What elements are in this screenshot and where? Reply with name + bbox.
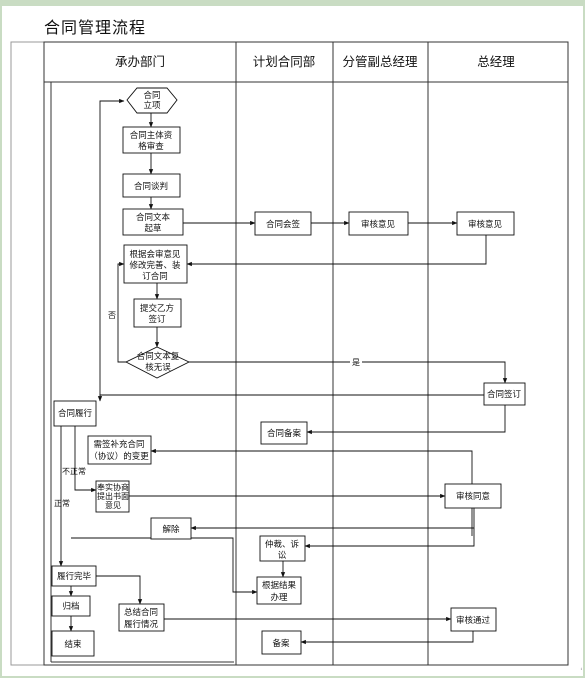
svg-text:核无误: 核无误 — [145, 362, 171, 373]
node-gm-pass: 审核通过 — [450, 607, 497, 632]
node-check: 合同文本复 核无误 — [124, 346, 191, 379]
node-filing-2: 备案 — [261, 630, 302, 655]
svg-text:合同会签: 合同会签 — [266, 219, 301, 230]
node-gm-agree: 审核同意 — [444, 483, 502, 509]
lane-label-contract-dept: 计划合同部 — [253, 54, 316, 69]
lane-label-department: 承办部门 — [115, 54, 165, 69]
lane-frame — [10, 41, 569, 666]
svg-text:讼: 讼 — [278, 550, 287, 561]
svg-text:合同备案: 合同备案 — [267, 428, 302, 439]
svg-text:审核意见: 审核意见 — [468, 219, 503, 230]
corner-mark: ᵢ — [580, 664, 582, 672]
node-handle: 根据结果 办理 — [256, 576, 302, 605]
svg-text:审核通过: 审核通过 — [456, 615, 491, 626]
svg-text:根据会审意见: 根据会审意见 — [129, 249, 181, 260]
lane-label-vp: 分管副总经理 — [342, 54, 418, 69]
node-consult: 奉实协商 提出书面 意见 — [95, 480, 130, 513]
svg-text:合同文本复: 合同文本复 — [137, 351, 180, 362]
svg-text:履行完毕: 履行完毕 — [57, 571, 92, 582]
node-countersign: 合同会签 — [254, 211, 312, 236]
node-negotiate: 合同谈判 — [122, 173, 181, 198]
lane-inner-lines — [50, 82, 234, 663]
svg-text:提交乙方: 提交乙方 — [140, 303, 174, 314]
edge-label-yes: 是 — [352, 358, 360, 367]
svg-text:立项: 立项 — [143, 100, 161, 111]
node-gm-sign: 合同签订 — [483, 382, 526, 406]
node-submit: 提交乙方 签订 — [133, 298, 182, 328]
svg-text:需签补充合同: 需签补充合同 — [93, 439, 144, 450]
node-perform: 合同履行 — [53, 400, 97, 427]
svg-text:奉实协商: 奉实协商 — [97, 482, 129, 492]
node-archive: 归档 — [51, 595, 91, 617]
node-revise: 根据会审意见 修改完善、装 订合同 — [123, 244, 188, 284]
svg-text:审核同意: 审核同意 — [456, 491, 490, 502]
page-title: 合同管理流程 — [44, 18, 147, 37]
svg-text:签订: 签订 — [148, 314, 166, 325]
svg-text:订合同: 订合同 — [142, 271, 168, 282]
node-gm-review: 审核意见 — [456, 211, 515, 236]
svg-text:办理: 办理 — [270, 592, 288, 603]
node-summary: 总结合同 履行情况 — [118, 603, 165, 632]
node-dispute: 仲裁、诉 讼 — [259, 535, 306, 562]
lane-label-gm: 总经理 — [477, 54, 515, 69]
svg-text:合同履行: 合同履行 — [58, 408, 93, 419]
node-terminate: 解除 — [150, 517, 192, 540]
connectors — [58, 98, 508, 645]
svg-text:备案: 备案 — [272, 638, 290, 649]
node-draft: 合同文本 起草 — [122, 208, 184, 236]
svg-text:履行情况: 履行情况 — [124, 619, 159, 630]
edge-label-no: 否 — [108, 311, 116, 320]
node-vp-review: 审核意见 — [348, 211, 409, 236]
svg-text:归档: 归档 — [62, 601, 79, 612]
svg-text:意见: 意见 — [105, 500, 121, 510]
svg-text:解除: 解除 — [162, 524, 180, 535]
svg-text:修改完善、装: 修改完善、装 — [129, 260, 181, 271]
svg-text:格审查: 格审查 — [138, 141, 164, 152]
svg-text:合同主体资: 合同主体资 — [130, 130, 173, 141]
node-start: 合同 立项 — [126, 87, 178, 114]
edge-label-normal: 正常 — [54, 499, 70, 508]
svg-text:结束: 结束 — [64, 639, 82, 650]
node-review: 合同主体资 格审查 — [122, 126, 181, 154]
edge-label-abnormal: 不正常 — [62, 467, 86, 476]
svg-text:根据结果: 根据结果 — [262, 580, 297, 591]
svg-text:合同: 合同 — [143, 90, 160, 101]
node-end: 结束 — [51, 630, 95, 657]
svg-text:起草: 起草 — [144, 223, 162, 234]
svg-text:合同文本: 合同文本 — [136, 212, 171, 223]
node-supplement: 需签补充合同 （协议）的变更 — [87, 435, 152, 465]
svg-text:总结合同: 总结合同 — [124, 607, 158, 618]
svg-text:仲裁、诉: 仲裁、诉 — [265, 539, 300, 550]
svg-text:合同谈判: 合同谈判 — [134, 181, 168, 192]
svg-text:合同签订: 合同签订 — [487, 389, 522, 400]
svg-text:（协议）的变更: （协议）的变更 — [89, 451, 149, 462]
svg-text:审核意见: 审核意见 — [361, 219, 396, 230]
node-complete: 履行完毕 — [51, 565, 97, 587]
node-filing-1: 合同备案 — [260, 421, 308, 445]
svg-text:提出书面: 提出书面 — [97, 491, 129, 501]
